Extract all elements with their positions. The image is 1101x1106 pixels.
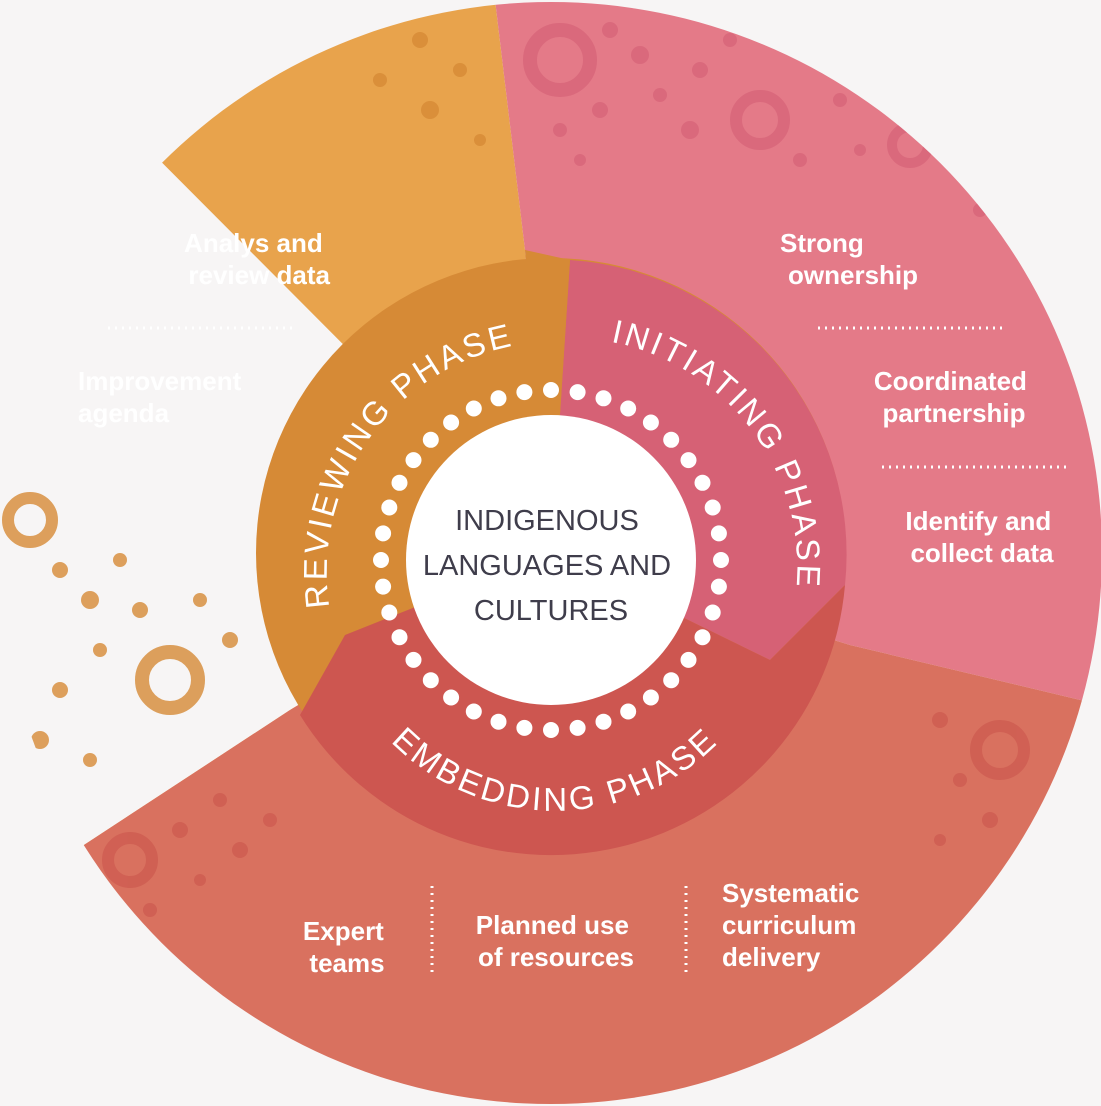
reviewing-item-2: Improvement agenda [78,366,249,428]
ring-dot [465,703,482,720]
ring-dot [569,384,586,401]
ring-dot [642,689,659,706]
center-line-2: LANGUAGES AND [423,550,671,582]
ring-dot [422,431,439,448]
initiating-item-2: Coordinated partnership [874,366,1034,428]
center-circle [406,415,696,705]
dotted-ring [373,382,729,738]
reviewing-item-1: Analys and review data [184,228,330,290]
ring-dot [381,604,398,621]
embedding-item-2: Planned use of resources [476,910,636,972]
embedding-item-1: Expert teams [303,916,391,978]
ring-dot [373,552,389,568]
ring-dot [391,629,408,646]
initiating-item-3: Identify and collect data [905,506,1058,568]
ring-dot [391,474,408,491]
texture-dots-bottom [102,712,1037,917]
ring-dot [680,452,697,469]
ring-dot [704,604,721,621]
ring-dot [381,499,398,516]
ring-dot [443,689,460,706]
ring-dot [375,525,392,542]
ring-dot [516,719,533,736]
ring-dot [713,552,729,568]
initiating-item-1: Strong ownership [780,228,918,290]
texture-dots-top [523,22,987,217]
ring-dot [543,382,559,398]
ring-dot [620,703,637,720]
ring-dot [405,452,422,469]
ring-dot [516,384,533,401]
ring-dot [694,629,711,646]
center-label: INDIGENOUS LANGUAGES AND CULTURES [423,505,679,627]
ring-dot [595,390,612,407]
ring-dot [595,713,612,730]
ring-dot [375,578,392,595]
ring-dot [663,431,680,448]
ring-dot [465,400,482,417]
reviewing-outer-segment [0,2,551,900]
ring-dot [405,651,422,668]
ring-dot [694,474,711,491]
ring-dot [710,525,727,542]
ring-dot [422,672,439,689]
texture-dots-left [2,32,486,767]
ring-dot [680,651,697,668]
ring-dot [490,390,507,407]
ring-dot [642,414,659,431]
center-line-1: INDIGENOUS [455,505,639,537]
ring-dot [490,713,507,730]
center-line-3: CULTURES [474,595,628,627]
ring-dot [543,722,559,738]
ring-dot [704,499,721,516]
ring-dot [569,719,586,736]
ring-dot [663,672,680,689]
ring-dot [620,400,637,417]
ring-dot [443,414,460,431]
ring-dot [710,578,727,595]
embedding-item-3: Systematic curriculum delivery [722,878,867,972]
